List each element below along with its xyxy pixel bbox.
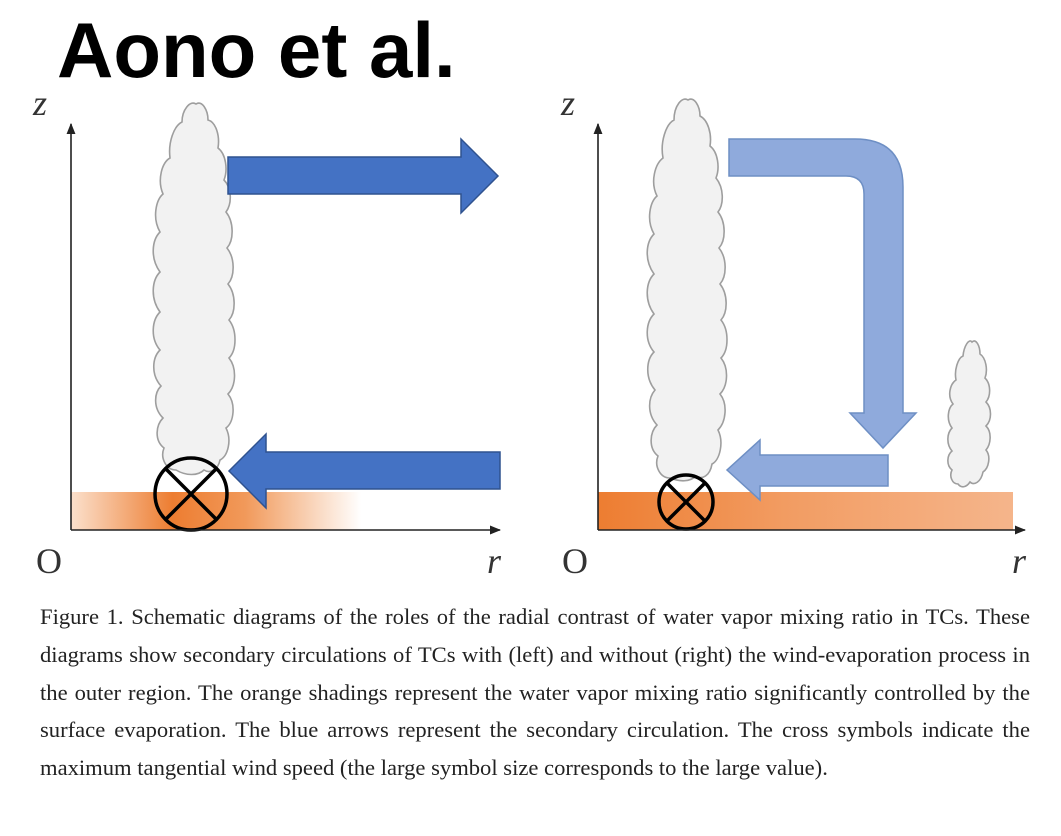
- schematic-figure: z r O z r O: [32, 83, 1027, 581]
- right-r-axis-label: r: [1012, 541, 1027, 581]
- right-panel: z r O: [560, 83, 1027, 581]
- right-inflow-arrow: [725, 438, 889, 502]
- left-origin-label: O: [36, 541, 62, 581]
- right-z-axis-label: z: [560, 83, 575, 123]
- right-small-cloud: [947, 340, 992, 488]
- left-outflow-arrow: [227, 137, 500, 215]
- right-large-cloud: [646, 98, 728, 482]
- left-inflow-arrow: [227, 432, 501, 510]
- right-max-wind-cross-symbol: [657, 473, 715, 531]
- figure-caption: Figure 1. Schematic diagrams of the role…: [40, 604, 1030, 781]
- left-panel: z r O: [32, 83, 502, 581]
- right-origin-label: O: [562, 541, 588, 581]
- left-evaporation-shading: [71, 492, 361, 530]
- left-r-axis-label: r: [487, 541, 502, 581]
- left-z-axis-label: z: [32, 83, 47, 123]
- right-outflow-descent-arrow: [728, 138, 918, 450]
- page-title: Aono et al.: [57, 6, 456, 94]
- left-cloud: [152, 102, 236, 476]
